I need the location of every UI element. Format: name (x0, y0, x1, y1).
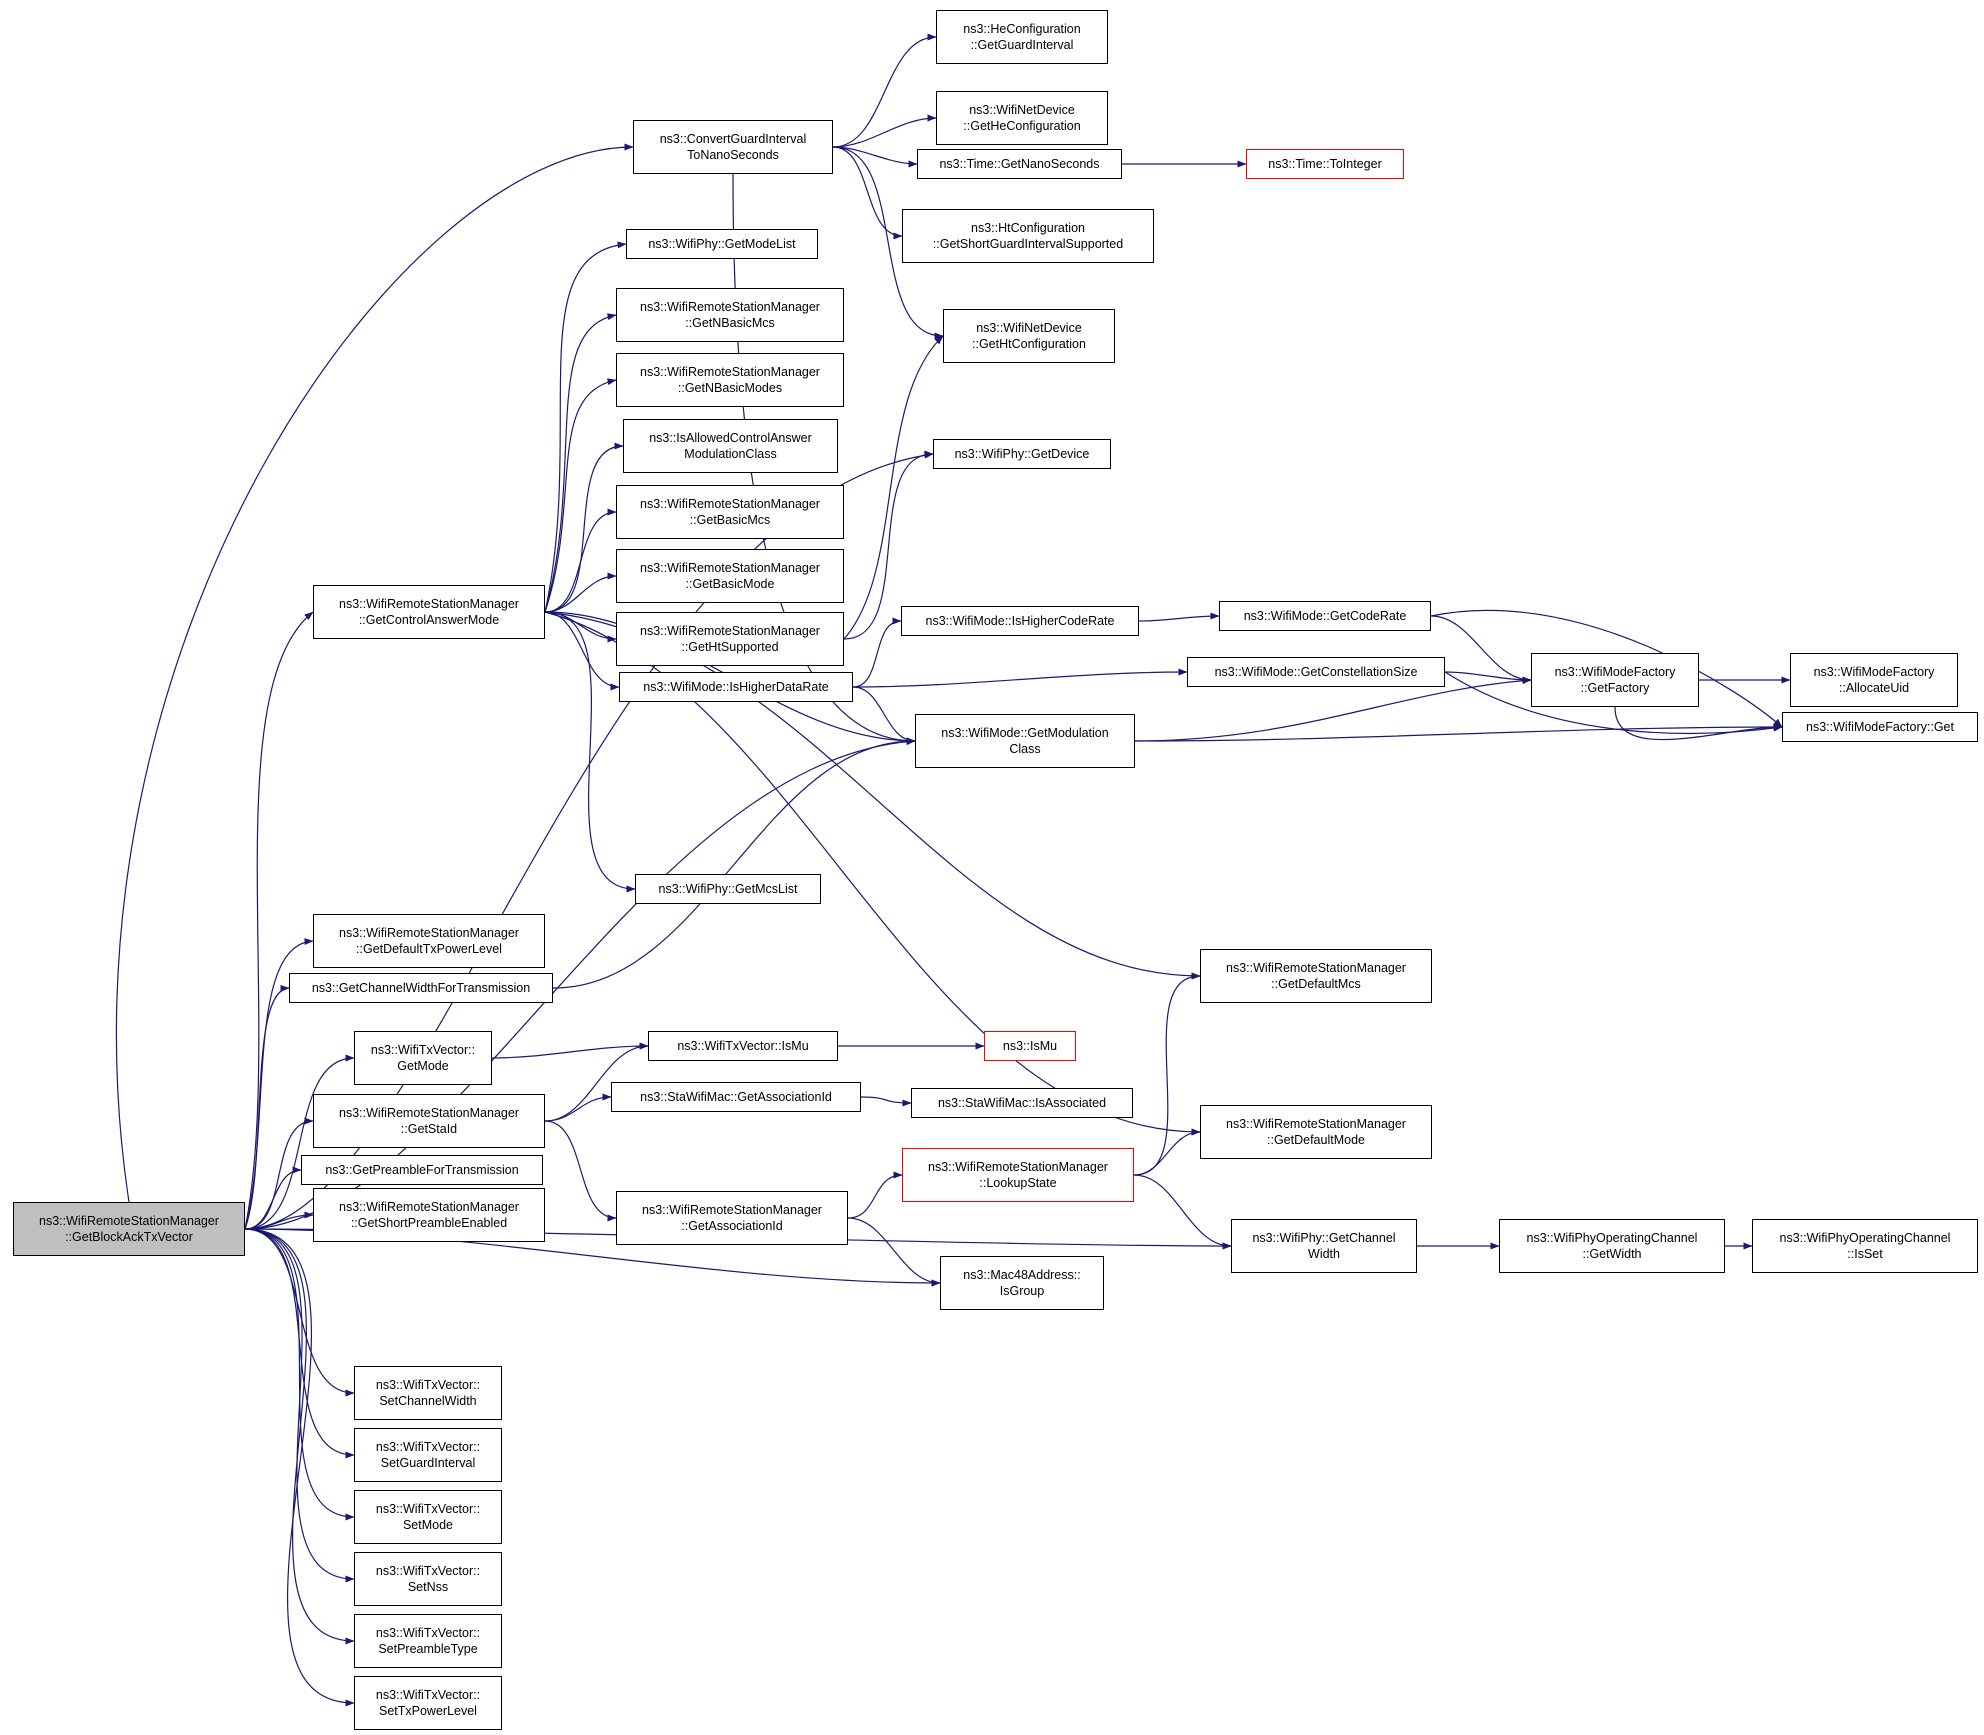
graph-node-get-channel-width-for-transmission[interactable]: ns3::GetChannelWidthForTransmission (289, 973, 553, 1003)
call-edge-get-modulation-class-to-factory-get (1134, 723, 1783, 742)
graph-node-is-allowed-cam[interactable]: ns3::IsAllowedControlAnswer ModulationCl… (623, 419, 838, 473)
graph-node-set-preamble-type[interactable]: ns3::WifiTxVector:: SetPreambleType (354, 1614, 502, 1668)
graph-node-to-integer[interactable]: ns3::Time::ToInteger (1246, 149, 1404, 179)
call-edge-get-association-id-to-lookup-state (847, 1171, 903, 1219)
graph-node-get-mcs-list[interactable]: ns3::WifiPhy::GetMcsList (635, 874, 821, 904)
call-edge-lookup-state-to-phy-get-channel-width (1133, 1174, 1232, 1250)
call-edge-get-modulation-class-to-get-factory (1134, 677, 1532, 742)
call-edge-get-code-rate-to-get-factory (1430, 615, 1532, 684)
call-edge-get-control-answer-mode-to-is-higher-data-rate (544, 611, 620, 691)
call-edge-convert-gi-to-he-get-guard-interval (832, 33, 937, 148)
call-edge-get-control-answer-mode-to-get-n-basic-modes (544, 378, 617, 613)
graph-node-get-code-rate[interactable]: ns3::WifiMode::GetCodeRate (1219, 601, 1431, 631)
graph-node-is-mu[interactable]: ns3::IsMu (984, 1031, 1076, 1061)
call-edge-get-constellation-size-to-get-factory (1444, 671, 1532, 684)
graph-node-main[interactable]: ns3::WifiRemoteStationManager ::GetBlock… (13, 1202, 245, 1256)
call-edge-main-to-txvector-get-mode (244, 1054, 355, 1230)
graph-node-set-guard-interval[interactable]: ns3::WifiTxVector:: SetGuardInterval (354, 1428, 502, 1482)
call-edge-get-factory-to-factory-get (1614, 706, 1783, 741)
call-edge-is-higher-code-rate-to-get-code-rate (1138, 612, 1220, 622)
graph-node-get-n-basic-mcs[interactable]: ns3::WifiRemoteStationManager ::GetNBasi… (616, 288, 844, 342)
call-edge-get-channel-width-for-transmission-to-get-modulation-class (552, 737, 916, 989)
graph-node-get-ht-configuration[interactable]: ns3::WifiNetDevice ::GetHtConfiguration (943, 309, 1115, 363)
graph-node-get-mode-list[interactable]: ns3::WifiPhy::GetModeList (626, 229, 818, 259)
graph-node-get-preamble-for-transmission[interactable]: ns3::GetPreambleForTransmission (301, 1155, 543, 1185)
graph-node-get-default-mode[interactable]: ns3::WifiRemoteStationManager ::GetDefau… (1200, 1105, 1432, 1159)
graph-node-factory-get[interactable]: ns3::WifiModeFactory::Get (1782, 712, 1978, 742)
call-edge-get-ht-supported-to-get-device (843, 450, 934, 640)
graph-node-opchannel-get-width[interactable]: ns3::WifiPhyOperatingChannel ::GetWidth (1499, 1219, 1725, 1273)
call-edge-main-to-set-tx-power-level (244, 1228, 355, 1707)
graph-node-is-higher-data-rate[interactable]: ns3::WifiMode::IsHigherDataRate (619, 672, 853, 702)
call-edge-convert-gi-to-get-sgi-supported (832, 146, 903, 240)
call-edge-main-to-set-mode (244, 1228, 355, 1521)
call-edge-is-higher-data-rate-to-is-higher-code-rate (852, 617, 902, 688)
graph-node-get-constellation-size[interactable]: ns3::WifiMode::GetConstellationSize (1187, 657, 1445, 687)
call-edge-get-control-answer-mode-to-get-basic-mode (544, 572, 617, 613)
call-edge-get-association-id-to-is-group (847, 1217, 941, 1287)
call-edge-main-to-set-channel-width (244, 1228, 355, 1397)
graph-node-get-n-basic-modes[interactable]: ns3::WifiRemoteStationManager ::GetNBasi… (616, 353, 844, 407)
call-edge-get-control-answer-mode-to-get-mode-list (544, 241, 627, 613)
call-edge-convert-gi-to-get-ht-configuration (832, 146, 944, 340)
graph-node-get-association-id[interactable]: ns3::WifiRemoteStationManager ::GetAssoc… (616, 1191, 848, 1245)
graph-node-get-sta-id[interactable]: ns3::WifiRemoteStationManager ::GetStaId (313, 1094, 545, 1148)
call-edge-lookup-state-to-get-default-mcs (1133, 972, 1201, 1176)
graph-node-get-default-tx-power-level[interactable]: ns3::WifiRemoteStationManager ::GetDefau… (313, 914, 545, 968)
graph-node-set-nss[interactable]: ns3::WifiTxVector:: SetNss (354, 1552, 502, 1606)
call-edge-main-to-convert-gi (115, 143, 634, 1203)
call-edge-main-to-get-channel-width-for-transmission (244, 984, 290, 1230)
call-edge-convert-gi-to-get-he-configuration (832, 114, 937, 148)
call-edge-get-sta-id-to-txvector-is-mu (544, 1042, 649, 1122)
call-edge-get-control-answer-mode-to-get-default-mcs (544, 611, 1201, 980)
call-edge-txvector-get-mode-to-txvector-is-mu (491, 1042, 649, 1059)
graph-node-sta-get-association-id[interactable]: ns3::StaWifiMac::GetAssociationId (611, 1082, 861, 1112)
call-edge-get-control-answer-mode-to-is-allowed-cam (544, 442, 624, 613)
call-edge-get-sta-id-to-get-association-id (544, 1120, 617, 1222)
graph-node-is-associated[interactable]: ns3::StaWifiMac::IsAssociated (911, 1088, 1133, 1118)
call-edge-get-control-answer-mode-to-get-basic-mcs (544, 508, 617, 613)
graph-node-get-device[interactable]: ns3::WifiPhy::GetDevice (933, 439, 1111, 469)
graph-node-allocate-uid[interactable]: ns3::WifiModeFactory ::AllocateUid (1790, 653, 1958, 707)
graph-node-set-tx-power-level[interactable]: ns3::WifiTxVector:: SetTxPowerLevel (354, 1676, 502, 1730)
call-edge-main-to-get-control-answer-mode (244, 611, 314, 1230)
call-edge-main-to-get-preamble-for-transmission (244, 1166, 302, 1230)
graph-node-get-factory[interactable]: ns3::WifiModeFactory ::GetFactory (1531, 653, 1699, 707)
graph-node-set-mode[interactable]: ns3::WifiTxVector:: SetMode (354, 1490, 502, 1544)
graph-node-get-he-configuration[interactable]: ns3::WifiNetDevice ::GetHeConfiguration (936, 91, 1108, 145)
graph-node-get-sgi-supported[interactable]: ns3::HtConfiguration ::GetShortGuardInte… (902, 209, 1154, 263)
call-edge-get-constellation-size-to-factory-get (1444, 671, 1783, 734)
call-edge-main-to-set-nss (244, 1228, 355, 1583)
graph-node-set-channel-width[interactable]: ns3::WifiTxVector:: SetChannelWidth (354, 1366, 502, 1420)
graph-node-get-nanoseconds[interactable]: ns3::Time::GetNanoSeconds (917, 149, 1122, 179)
call-edge-get-control-answer-mode-to-get-n-basic-mcs (544, 313, 617, 613)
graph-node-txvector-is-mu[interactable]: ns3::WifiTxVector::IsMu (648, 1031, 838, 1061)
call-edge-is-higher-data-rate-to-get-modulation-class (852, 686, 916, 745)
call-edge-get-ht-supported-to-get-ht-configuration (843, 335, 944, 640)
graph-node-get-basic-mcs[interactable]: ns3::WifiRemoteStationManager ::GetBasic… (616, 485, 844, 539)
graph-node-get-short-preamble-enabled[interactable]: ns3::WifiRemoteStationManager ::GetShort… (313, 1188, 545, 1242)
call-edge-sta-get-association-id-to-is-associated (860, 1096, 912, 1107)
graph-node-phy-get-channel-width[interactable]: ns3::WifiPhy::GetChannel Width (1231, 1219, 1417, 1273)
call-edge-get-sta-id-to-sta-get-association-id (544, 1093, 612, 1122)
graph-node-get-modulation-class[interactable]: ns3::WifiMode::GetModulation Class (915, 714, 1135, 768)
graph-node-is-group[interactable]: ns3::Mac48Address:: IsGroup (940, 1256, 1104, 1310)
call-edge-main-to-set-preamble-type (244, 1228, 355, 1645)
graph-node-get-default-mcs[interactable]: ns3::WifiRemoteStationManager ::GetDefau… (1200, 949, 1432, 1003)
graph-node-is-higher-code-rate[interactable]: ns3::WifiMode::IsHigherCodeRate (901, 606, 1139, 636)
call-edge-get-control-answer-mode-to-get-mcs-list (544, 611, 636, 893)
graph-node-txvector-get-mode[interactable]: ns3::WifiTxVector:: GetMode (354, 1031, 492, 1085)
graph-node-get-basic-mode[interactable]: ns3::WifiRemoteStationManager ::GetBasic… (616, 549, 844, 603)
graph-node-he-get-guard-interval[interactable]: ns3::HeConfiguration ::GetGuardInterval (936, 10, 1108, 64)
graph-node-lookup-state[interactable]: ns3::WifiRemoteStationManager ::LookupSt… (902, 1148, 1134, 1202)
graph-node-convert-gi[interactable]: ns3::ConvertGuardInterval ToNanoSeconds (633, 120, 833, 174)
call-edge-lookup-state-to-get-default-mode (1133, 1128, 1201, 1176)
call-edge-get-code-rate-to-factory-get (1430, 609, 1783, 728)
call-edge-is-higher-data-rate-to-get-constellation-size (852, 668, 1188, 688)
graph-node-get-control-answer-mode[interactable]: ns3::WifiRemoteStationManager ::GetContr… (313, 585, 545, 639)
graph-node-get-ht-supported[interactable]: ns3::WifiRemoteStationManager ::GetHtSup… (616, 612, 844, 666)
graph-node-opchannel-is-set[interactable]: ns3::WifiPhyOperatingChannel ::IsSet (1752, 1219, 1978, 1273)
